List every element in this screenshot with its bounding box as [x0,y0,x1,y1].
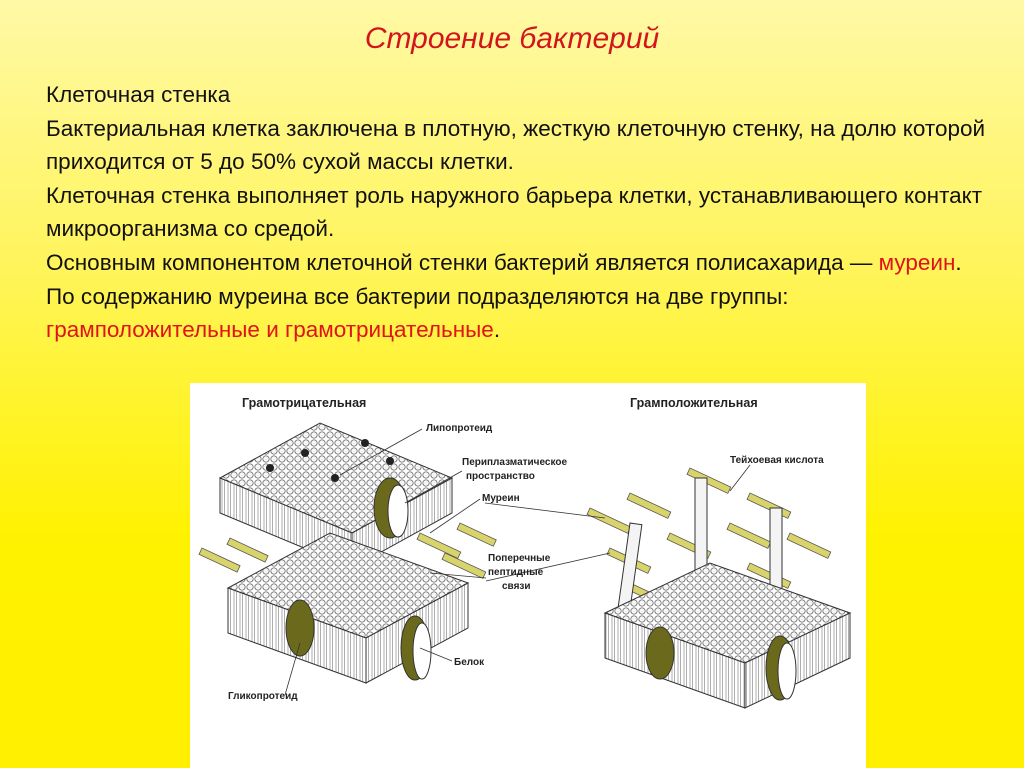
gram-positive-title: Грамположительная [630,396,758,410]
paragraph-3-mid: . По содержанию муреина все бактерии под… [46,249,962,309]
periplasmic-label-2: пространство [466,471,535,482]
crosslinks-label-2: пептидные [488,567,544,578]
cell-wall-diagram: Грамотрицательная Грамположительная Липо… [190,383,866,768]
protein-channel-top-face [387,484,409,538]
lipoprotein-marks [266,439,394,482]
paragraph-3-end: . [493,317,501,343]
gram-negative-model [198,422,497,684]
body-text: Клеточная стенка Бактериальная клетка за… [46,78,986,347]
section-heading: Клеточная стенка [46,82,231,107]
gp-protein-1 [645,626,675,680]
protein-label: Белок [454,657,485,668]
gram-negative-title: Грамотрицательная [242,396,366,410]
protein-channel-bottom [285,599,315,657]
glycoprotein-label: Гликопротеид [228,691,298,702]
leader-lines [284,428,751,696]
cell-wall-diagram-svg: Грамотрицательная Грамположительная Липо… [198,396,852,709]
paragraph-3: Основным компонентом клеточной стенки ба… [46,246,986,347]
gp-protein-2-face [777,642,797,700]
groups-term: грамположительные и грамотрицательные [46,317,494,343]
murein-label: Муреин [482,493,520,504]
teichoic-acid-label: Тейхоевая кислота [730,455,824,466]
crosslinks-label-1: Поперечные [488,553,551,564]
gram-positive-model [586,467,852,709]
protein-channel-bottom-2-face [412,622,432,680]
lipoprotein-label: Липопротеид [426,423,493,434]
murein-term: муреин [878,249,956,275]
paragraph-2: Клеточная стенка выполняет роль наружног… [46,182,983,242]
paragraph-3-start: Основным компонентом клеточной стенки ба… [46,249,879,275]
periplasmic-label-1: Периплазматическое [462,457,567,468]
paragraph-1: Бактериальная клетка заключена в плотную… [46,115,986,175]
crosslinks-label-3: связи [502,581,531,592]
slide-title: Строение бактерий [364,22,660,55]
